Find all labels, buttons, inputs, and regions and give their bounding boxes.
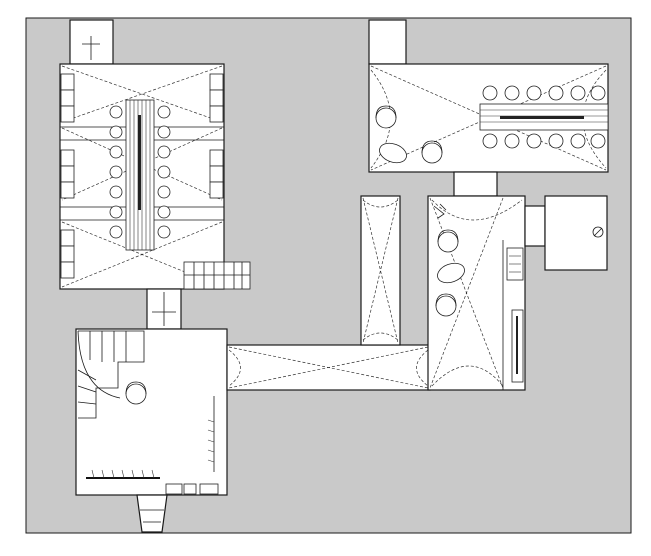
booth-row-left — [60, 73, 75, 279]
narrow-room-vertical — [360, 195, 401, 346]
stair-block-right — [368, 19, 407, 65]
corridor-horizontal — [226, 344, 431, 391]
lobby-lower-left — [75, 328, 228, 533]
connector-side — [524, 205, 546, 247]
no-entry-icon — [592, 226, 604, 238]
connector-right — [453, 171, 498, 197]
booth-row-right — [209, 73, 224, 199]
stair-block-top — [69, 19, 114, 65]
armchair-icon — [125, 381, 147, 405]
stair-icon — [183, 261, 251, 290]
small-room-right — [544, 195, 608, 271]
lounge-right — [427, 195, 526, 391]
conference-hall-left — [59, 19, 251, 290]
conference-table-icon — [109, 99, 171, 251]
conference-room-right — [368, 19, 609, 173]
